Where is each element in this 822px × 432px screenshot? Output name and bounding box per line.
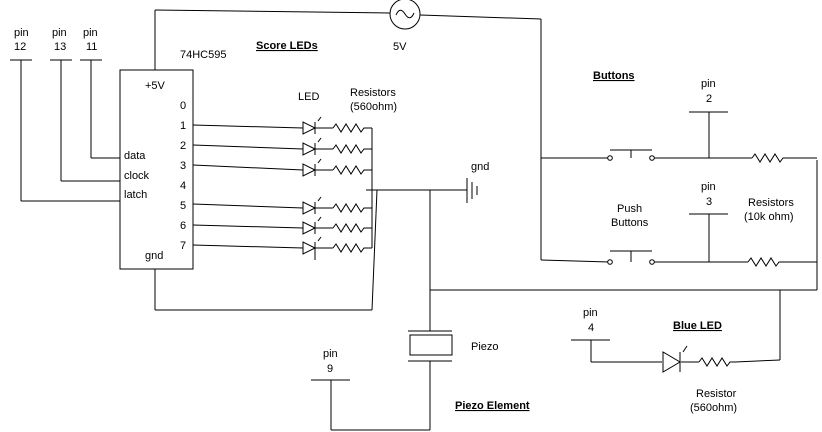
chip-output-6: 6 xyxy=(180,220,186,232)
button-1-wiring xyxy=(541,111,817,159)
led-ground-bus xyxy=(366,189,467,290)
ac-source-icon xyxy=(389,0,421,30)
led-icon xyxy=(317,158,322,164)
chip-input-latch: latch xyxy=(124,189,147,201)
piezo-icon xyxy=(408,330,453,362)
resistors-560-label-1: Resistors xyxy=(350,87,396,99)
pin-13-label: pin xyxy=(52,27,67,39)
ground-icon xyxy=(466,178,478,203)
pin-12-label: pin xyxy=(14,27,29,39)
led-icon xyxy=(302,221,317,235)
led-icon xyxy=(302,142,317,156)
pin-3-number: 3 xyxy=(706,196,712,208)
chip-vcc-label: +5V xyxy=(145,80,166,92)
chip-output-4: 4 xyxy=(180,180,186,192)
pin-3-label: pin xyxy=(701,181,716,193)
led-wire xyxy=(192,124,304,129)
pin-4-number: 4 xyxy=(588,322,594,334)
led-icon xyxy=(317,137,322,143)
title-buttons: Buttons xyxy=(593,70,635,82)
pin-11-label: pin xyxy=(83,27,98,39)
led-wire xyxy=(192,224,304,229)
led-icon xyxy=(302,163,317,177)
chip-input-data: data xyxy=(124,150,146,162)
led-icon xyxy=(317,236,322,242)
title-blue-led: Blue LED xyxy=(673,320,722,332)
pin-12-number: 12 xyxy=(14,41,26,53)
chip-output-1: 1 xyxy=(180,120,186,132)
chip-output-5: 5 xyxy=(180,200,186,212)
led-icon xyxy=(317,196,322,202)
title-score-leds: Score LEDs xyxy=(256,40,318,52)
resistor-icon xyxy=(332,144,372,154)
push-button-icon xyxy=(607,250,655,265)
resistor-icon xyxy=(332,203,372,213)
chip-name: 74HC595 xyxy=(180,49,226,61)
chip-output-3: 3 xyxy=(180,160,186,172)
led-icon xyxy=(302,241,317,255)
blue-resistor-label-1: Resistor xyxy=(696,388,737,400)
led-icon xyxy=(317,116,322,122)
blue-led-wiring xyxy=(571,339,781,363)
bottom-return-bus xyxy=(429,160,818,360)
pin-4-label: pin xyxy=(583,307,598,319)
pin-9-label: pin xyxy=(323,348,338,360)
led-icon xyxy=(302,201,317,215)
resistor-icon xyxy=(332,165,372,175)
chip-output-7: 7 xyxy=(180,240,186,252)
pin-2-number: 2 xyxy=(706,93,712,105)
resistor-icon xyxy=(332,123,372,133)
led-wire xyxy=(192,244,304,249)
push-buttons-label-1: Push xyxy=(617,203,642,215)
resistors-10k-label-1: Resistors xyxy=(748,197,794,209)
pin-11-number: 11 xyxy=(86,41,97,53)
pin-9-number: 9 xyxy=(327,363,333,375)
resistor-icon xyxy=(698,357,735,367)
power-label: 5V xyxy=(393,41,407,53)
pin-12-wire xyxy=(10,59,120,202)
chip-gnd-label: gnd xyxy=(145,250,163,262)
power-rail xyxy=(154,9,542,158)
title-piezo-element: Piezo Element xyxy=(455,400,530,412)
led-icon xyxy=(302,121,317,135)
pin-11-wire xyxy=(80,59,120,159)
pin-13-wire xyxy=(50,59,120,182)
resistors-10k-label-2: (10k ohm) xyxy=(744,211,794,223)
push-button-icon xyxy=(607,149,655,161)
piezo-wiring xyxy=(311,361,431,431)
resistors-560-label-2: (560ohm) xyxy=(350,101,397,113)
resistor-icon xyxy=(747,257,784,267)
score-led-rows xyxy=(192,116,373,260)
chip-output-2: 2 xyxy=(180,140,186,152)
push-buttons-label-2: Buttons xyxy=(611,217,649,229)
led-icon xyxy=(317,216,322,222)
chip-input-clock: clock xyxy=(124,170,150,182)
led-icon xyxy=(662,345,688,373)
chip-ground-wire xyxy=(154,189,378,311)
led-wire xyxy=(192,144,304,150)
resistor-icon xyxy=(332,223,372,233)
button-2-wiring xyxy=(540,158,817,263)
shift-register-chip xyxy=(119,69,194,270)
pin-2-label: pin xyxy=(701,78,716,90)
blue-resistor-label-2: (560ohm) xyxy=(690,402,737,414)
resistor-icon xyxy=(751,153,786,163)
chip-output-0: 0 xyxy=(180,100,186,112)
resistor-icon xyxy=(332,243,372,253)
led-label: LED xyxy=(298,91,319,103)
gnd-label: gnd xyxy=(471,161,489,173)
led-wire xyxy=(192,164,304,171)
pin-13-number: 13 xyxy=(54,41,66,53)
piezo-label: Piezo xyxy=(471,341,499,353)
led-wire xyxy=(192,203,304,209)
